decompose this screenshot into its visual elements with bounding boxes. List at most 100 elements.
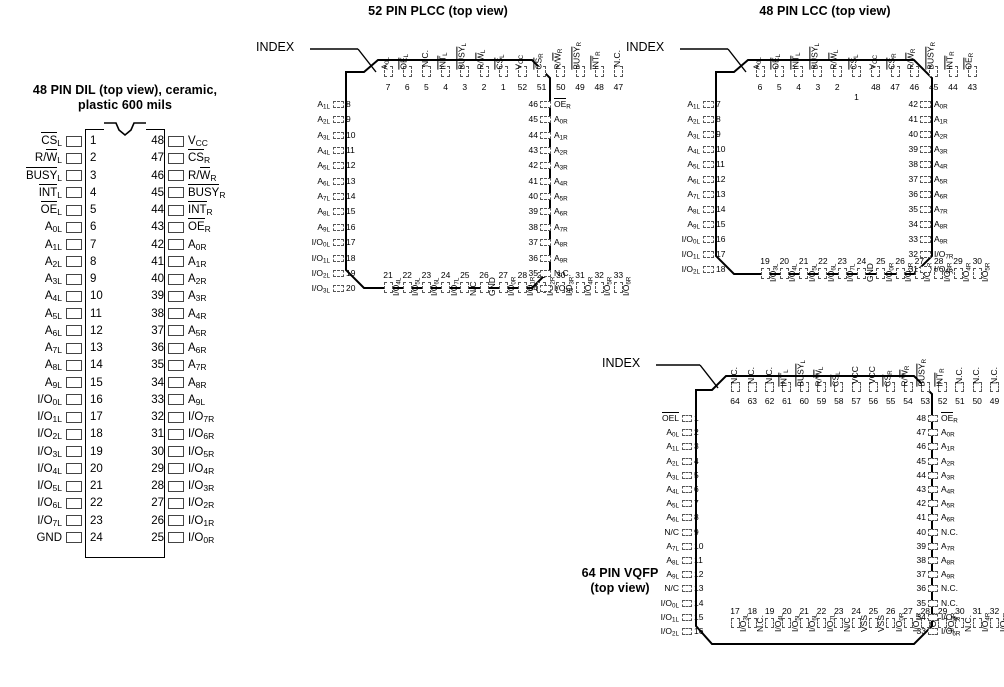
left-pin-label: A3L [317, 129, 330, 142]
dil-right-pin-label: I/O4R [188, 462, 215, 476]
right-pin-number: 31 [908, 264, 918, 274]
left-pin-label: A1L [317, 99, 330, 111]
left-pin-label: I/O0L [660, 597, 679, 610]
left-pin-number: 14 [694, 597, 704, 608]
right-pin-label: A3R [934, 144, 948, 156]
right-pin-label: N.C. [941, 597, 958, 608]
right-pin-label: N.C. [554, 267, 571, 278]
top-pin-number: 54 [903, 396, 913, 406]
dil-right-pin-label: OER [188, 218, 211, 235]
pin-pad [682, 628, 692, 635]
dil-left-pin-label: CSL [41, 132, 62, 149]
right-pin-label: A7R [941, 540, 955, 553]
bottom-pin-number: 28 [933, 256, 944, 266]
pin-pad [920, 221, 931, 228]
right-pin-number: 42 [916, 498, 926, 509]
pin-pad [540, 147, 551, 155]
dil-left-pin-pad [66, 497, 82, 509]
dil-left-pin-pad [66, 446, 82, 457]
bottom-pin-number: 25 [460, 270, 470, 280]
left-pin-label: A4L [687, 144, 700, 156]
pin-pad [333, 101, 344, 108]
right-pin-number: 34 [528, 283, 538, 294]
top-pin-label: OER [963, 52, 976, 70]
left-pin-label: A7L [687, 189, 700, 201]
top-pin-label: VCC [867, 54, 879, 70]
top-pin-label: INTL [789, 52, 802, 70]
pin-pad [682, 557, 692, 564]
right-pin-label: A6R [934, 189, 948, 201]
right-pin-number: 43 [916, 484, 926, 494]
bottom-pin-label: VSS [876, 614, 887, 632]
right-pin-number: 34 [908, 219, 918, 229]
pin-pad [333, 162, 344, 170]
vqfp-title: 64 PIN VQFP (top view) [500, 566, 740, 596]
dil-right-pin-pad [168, 359, 184, 371]
pin-pad [818, 268, 828, 279]
dil-right-pin-pad [168, 394, 184, 406]
right-pin-number: 33 [916, 626, 926, 636]
right-pin-label: A8R [941, 555, 955, 567]
pin-pad [556, 282, 566, 293]
pin-pad [682, 542, 692, 550]
bottom-pin-label: N/C [467, 281, 478, 296]
pin-pad [928, 500, 938, 508]
left-pin-label: I/O2L [311, 267, 330, 280]
left-pin-number: 18 [346, 252, 356, 263]
pin-pad [928, 471, 938, 479]
dil-right-pin-label: I/O2R [188, 497, 215, 511]
right-pin-number: 47 [916, 427, 926, 438]
dil-right-pin-pad [168, 204, 184, 216]
left-pin-number: 16 [346, 221, 356, 232]
dil-right-pin-label: I/O7R [188, 411, 215, 425]
left-pin-number: 3 [694, 441, 699, 452]
pin-pad [498, 282, 508, 293]
dil-right-pin-pad [168, 135, 184, 147]
top-pin-number: 46 [909, 82, 920, 92]
left-pin-label: A2L [687, 114, 700, 126]
left-pin-number: 13 [716, 189, 726, 199]
bottom-pin-number: 19 [760, 256, 770, 266]
pin-pad [333, 285, 344, 293]
left-pin-label: I/O2L [681, 264, 700, 276]
bottom-pin-number: 31 [575, 270, 585, 280]
bottom-pin-number: 31 [972, 606, 982, 616]
right-pin-number: 39 [908, 144, 918, 154]
right-pin-label: I/O7R [554, 283, 574, 295]
top-pin-number: 3 [815, 82, 821, 92]
left-pin-label: OEL [661, 412, 680, 423]
pin-pad [682, 514, 692, 522]
pin-pad [920, 266, 931, 273]
dil-left-pin-label: I/O2L [37, 428, 62, 442]
vqfp-title-line1: 64 PIN VQFP [581, 566, 659, 580]
left-pin-label: I/O0L [681, 234, 700, 246]
bottom-pin-label: VSS [859, 614, 870, 632]
dil-left-pin-label: I/O5L [37, 480, 62, 494]
right-pin-label: A8R [554, 237, 568, 249]
pin-pad [703, 251, 714, 258]
pin-pad [990, 618, 999, 628]
left-pin-label: I/O0L [311, 237, 330, 249]
bottom-pin-number: 21 [383, 270, 393, 280]
pin-pad [920, 236, 931, 243]
dil-right-pin-pad [168, 256, 184, 268]
pin-pad [871, 66, 881, 77]
bottom-pin-number: 26 [479, 270, 489, 280]
pin-pad [928, 599, 938, 607]
right-pin-label: A4R [554, 175, 568, 188]
lcc-index-label: INDEX [626, 40, 665, 54]
top-pin-number: 48 [871, 82, 881, 92]
